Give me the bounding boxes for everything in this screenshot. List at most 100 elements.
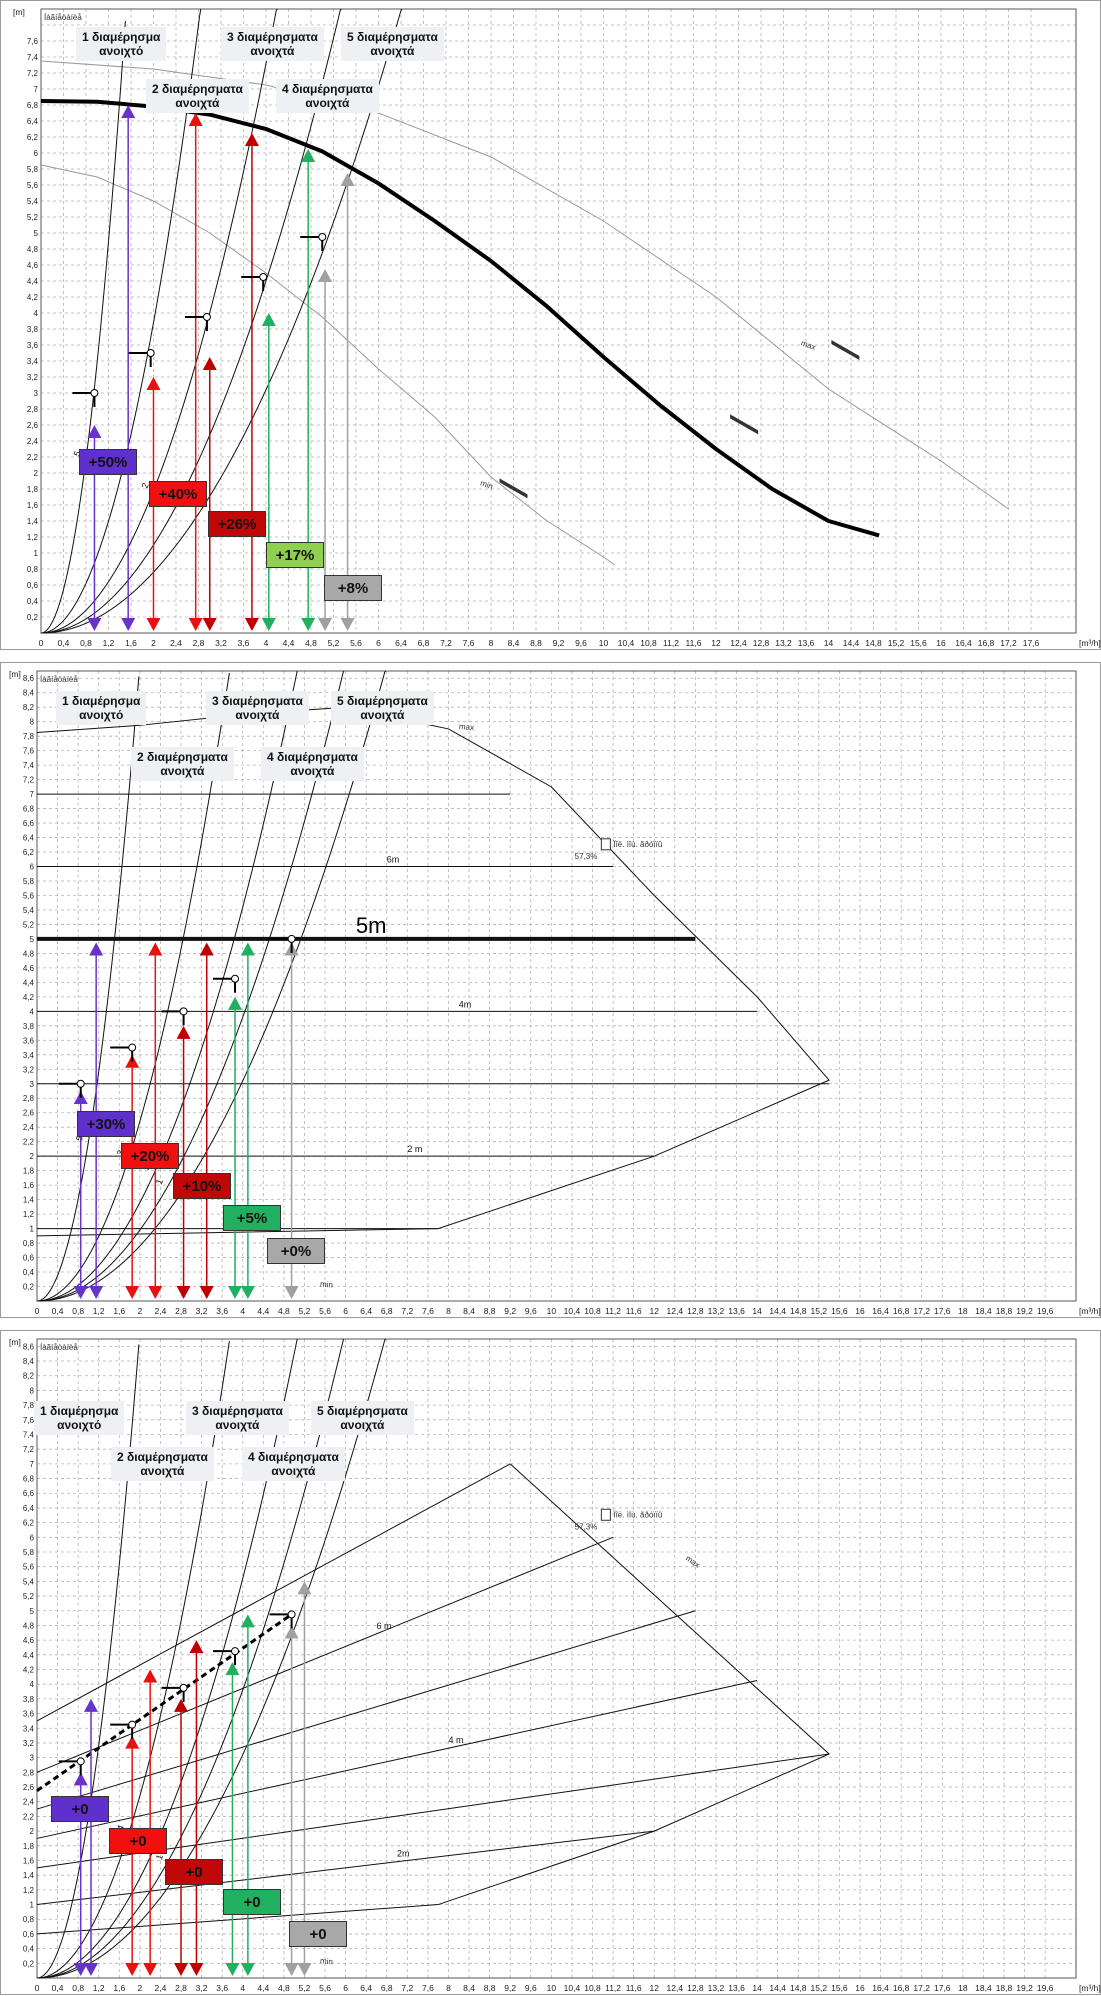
x-tick-label: 8 bbox=[489, 638, 494, 648]
y-tick-label: 6,8 bbox=[23, 1475, 35, 1484]
power-label: 57,3% bbox=[575, 1522, 598, 1531]
percent-badge: +26% bbox=[208, 511, 266, 537]
percent-badge: +8% bbox=[324, 575, 382, 601]
y-tick-label: 1,4 bbox=[27, 517, 39, 526]
corner-caption: Íàãíåòàíèå bbox=[44, 13, 82, 22]
x-tick-label: 4 bbox=[240, 1306, 245, 1316]
y-tick-label: 4 bbox=[34, 309, 39, 318]
double-arrow bbox=[188, 113, 203, 631]
y-tick-label: 7,6 bbox=[23, 1416, 35, 1425]
y-tick-label: 2,2 bbox=[23, 1812, 35, 1821]
y-tick-label: 1,6 bbox=[23, 1856, 35, 1865]
x-tick-label: 10 bbox=[599, 638, 609, 648]
x-tick-label: 8,8 bbox=[484, 1983, 496, 1993]
x-tick-label: 9,2 bbox=[504, 1306, 516, 1316]
opening-label-line: 4 διαμέρησματα bbox=[282, 82, 373, 96]
y-tick-label: 3,4 bbox=[27, 357, 39, 366]
opening-label-line: ανοιχτά bbox=[305, 96, 350, 110]
x-tick-label: 12,8 bbox=[687, 1306, 704, 1316]
x-tick-label: 11,6 bbox=[626, 1306, 642, 1316]
y-tick-label: 3 bbox=[34, 389, 39, 398]
y-tick-label: 7,2 bbox=[27, 69, 39, 78]
x-tick-label: 18 bbox=[958, 1983, 968, 1993]
x-tick-label: 16 bbox=[855, 1983, 865, 1993]
x-tick-label: 3,6 bbox=[216, 1306, 228, 1316]
y-tick-label: 6,4 bbox=[27, 117, 39, 126]
x-tick-label: 14,8 bbox=[790, 1983, 807, 1993]
y-tick-label: 1 bbox=[30, 1225, 35, 1234]
opening-label-line: ανοιχτά bbox=[290, 764, 335, 778]
y-tick-label: 0,4 bbox=[23, 1945, 35, 1954]
y-tick-label: 7 bbox=[34, 85, 39, 94]
arrow-head-up bbox=[202, 357, 217, 370]
opening-label-line: ανοιχτά bbox=[215, 1418, 260, 1432]
x-tick-label: 7,6 bbox=[422, 1306, 434, 1316]
arrow-head-up bbox=[176, 1025, 191, 1039]
system-curve bbox=[36, 1340, 230, 1979]
y-tick-label: 4,6 bbox=[23, 964, 35, 973]
x-tick-label: 12,4 bbox=[667, 1983, 684, 1993]
operating-point bbox=[179, 1007, 188, 1016]
y-tick-label: 8,2 bbox=[23, 703, 35, 712]
double-arrow bbox=[125, 1735, 140, 1976]
arrow-head-up bbox=[318, 269, 333, 282]
x-tick-label: 16 bbox=[936, 638, 946, 648]
x-tick-label: 14 bbox=[752, 1306, 762, 1316]
system-curve bbox=[36, 676, 140, 1302]
system-curve-label: 5 bbox=[72, 450, 83, 458]
y-tick-label: 6,8 bbox=[27, 101, 39, 110]
x-tick-label: 14,4 bbox=[769, 1983, 786, 1993]
x-tick-label: 4,4 bbox=[257, 1983, 269, 1993]
opening-label-line: 3 διαμέρησματα bbox=[227, 30, 318, 44]
y-tick-label: 6 bbox=[30, 863, 35, 872]
y-tick-label: 7 bbox=[30, 1460, 35, 1469]
y-tick-label: 5,4 bbox=[23, 906, 35, 915]
y-tick-label: 4,2 bbox=[27, 293, 39, 302]
opening-label-line: ανοιχτά bbox=[271, 1464, 316, 1478]
x-tick-label: 14 bbox=[824, 638, 834, 648]
y-tick-label: 8 bbox=[30, 718, 35, 727]
opening-label-line: ανοιχτό bbox=[57, 1418, 102, 1432]
y-tick-label: 0,4 bbox=[27, 597, 39, 606]
y-tick-label: 1,8 bbox=[23, 1842, 35, 1851]
x-unit-label: [m³/h] bbox=[1079, 1983, 1101, 1993]
x-tick-label: 6 bbox=[343, 1306, 348, 1316]
x-tick-label: 15,6 bbox=[831, 1983, 848, 1993]
arrow-head-up bbox=[199, 942, 214, 956]
y-tick-label: 2,8 bbox=[23, 1094, 35, 1103]
x-tick-label: 6,4 bbox=[395, 638, 407, 648]
y-tick-label: 7,8 bbox=[23, 732, 35, 741]
operating-point bbox=[146, 349, 155, 357]
arrow-head-down bbox=[297, 1963, 312, 1976]
y-tick-label: 5,2 bbox=[23, 1592, 35, 1601]
corner-caption: Íàãíåòàíèå bbox=[40, 675, 78, 684]
sloped-head-line bbox=[36, 1680, 758, 1839]
double-arrow bbox=[240, 942, 255, 1299]
x-tick-label: 3,2 bbox=[196, 1306, 208, 1316]
y-tick-label: 4,2 bbox=[23, 1666, 35, 1675]
arrow-head-down bbox=[84, 1963, 99, 1976]
system-curve bbox=[36, 1338, 387, 1979]
sloped-line-label: 6 m bbox=[376, 1621, 391, 1631]
x-tick-label: 13,6 bbox=[798, 638, 815, 648]
x-tick-label: 8 bbox=[446, 1306, 451, 1316]
double-arrow bbox=[143, 1669, 158, 1976]
opening-label-line: ανοιχτά bbox=[160, 764, 205, 778]
y-tick-label: 1,6 bbox=[23, 1181, 35, 1190]
y-tick-label: 6,4 bbox=[23, 1504, 35, 1513]
x-tick-label: 13,6 bbox=[728, 1306, 745, 1316]
y-tick-label: 5,8 bbox=[23, 877, 35, 886]
arrow-head-down bbox=[284, 1286, 299, 1299]
y-tick-label: 3,8 bbox=[27, 325, 39, 334]
double-arrow bbox=[84, 1698, 99, 1976]
x-tick-label: 10 bbox=[547, 1983, 557, 1993]
x-tick-label: 11,6 bbox=[626, 1983, 642, 1993]
y-tick-label: 2,6 bbox=[23, 1783, 35, 1792]
y-tick-label: 4 bbox=[30, 1007, 35, 1016]
y-tick-label: 0,8 bbox=[23, 1915, 35, 1924]
x-tick-label: 17,6 bbox=[934, 1983, 951, 1993]
y-tick-label: 8,4 bbox=[23, 689, 35, 698]
